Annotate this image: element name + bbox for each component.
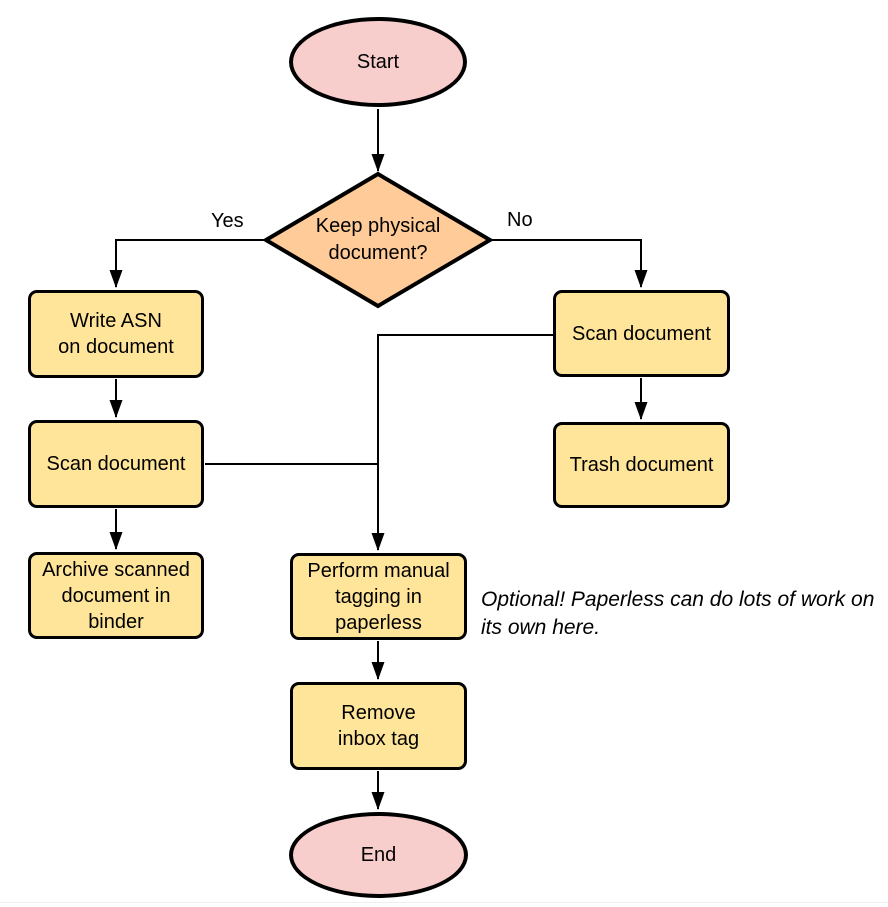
edge-label-yes: Yes [211, 210, 244, 232]
process-node-scan-document-right: Scan document [553, 290, 730, 377]
process-node-trash-document: Trash document [553, 422, 730, 508]
process-node-scan-document-left: Scan document [28, 420, 204, 508]
process-node-scan-document-left-label: Scan document [46, 453, 186, 475]
process-node-perform-manual-tagging-label: Perform manual tagging in paperless [307, 559, 450, 634]
process-node-archive-in-binder-label: Archive scanned document in binder [42, 558, 190, 633]
process-node-perform-manual-tagging: Perform manual tagging in paperless [290, 553, 467, 640]
end-node: End [289, 812, 468, 898]
start-node-label: Start [356, 51, 400, 73]
process-node-remove-inbox-tag-label: Remove inbox tag [337, 702, 420, 750]
process-node-write-asn: Write ASN on document [28, 290, 204, 378]
optional-annotation-text: Optional! Paperless can do lots of work … [481, 588, 875, 639]
bottom-divider [0, 902, 888, 903]
process-node-archive-in-binder: Archive scanned document in binder [28, 552, 204, 639]
edge-decision-yes-to-write-asn [109, 239, 268, 288]
process-node-remove-inbox-tag: Remove inbox tag [290, 682, 467, 770]
edge-decision-no-to-scan-right [488, 239, 648, 288]
process-node-write-asn-label: Write ASN on document [58, 310, 174, 358]
end-node-label: End [360, 844, 397, 866]
edge-scan-right-to-perform-tagging [371, 334, 553, 551]
decision-node-label: Keep physical document? [315, 215, 441, 264]
decision-node-shape [262, 171, 494, 309]
process-node-trash-document-label: Trash document [569, 454, 714, 476]
edge-label-no: No [507, 209, 533, 231]
process-node-scan-document-right-label: Scan document [572, 322, 711, 345]
start-node: Start [289, 17, 467, 107]
